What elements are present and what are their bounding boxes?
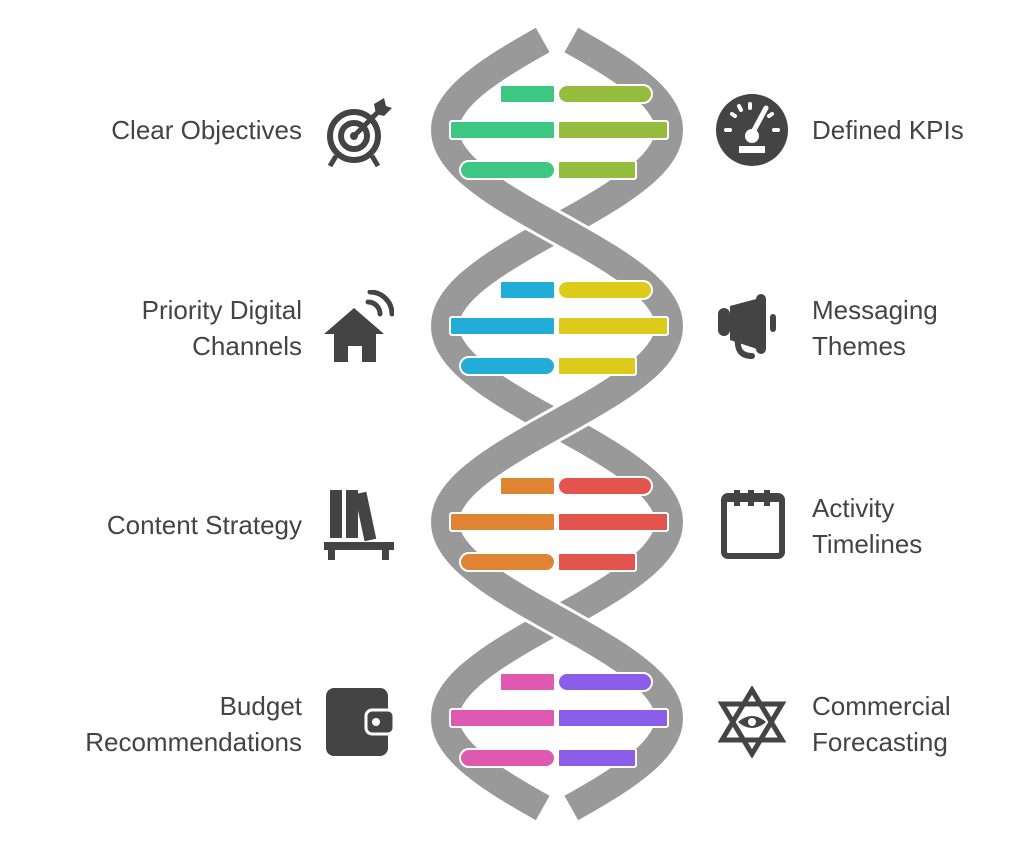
label-content-strategy: Content Strategy — [106, 510, 302, 540]
rung-right — [557, 748, 637, 768]
smart-home-icon — [324, 290, 394, 362]
speedometer-icon — [716, 94, 788, 166]
label-activity-timelines: Activity Timelines — [812, 493, 923, 559]
rung-right — [557, 708, 669, 728]
rung-left — [499, 280, 556, 300]
label-commercial-forecasting: Commercial Forecasting — [812, 691, 951, 757]
rung-right — [557, 476, 653, 496]
helix-strand-a — [431, 27, 683, 821]
label-clear-objectives: Clear Objectives — [111, 115, 302, 145]
rung-right — [557, 552, 637, 572]
rung-left — [459, 748, 556, 768]
megaphone-icon — [718, 294, 776, 359]
label-priority-digital-channels: Priority Digital Channels — [141, 295, 302, 361]
rung-left — [499, 476, 556, 496]
wallet-icon — [326, 688, 394, 756]
rung-left — [449, 512, 556, 532]
target-icon — [327, 98, 392, 168]
label-budget-recommendations: Budget Recommendations — [85, 691, 302, 757]
rung-left — [459, 160, 556, 180]
rung-right — [557, 280, 653, 300]
rung-left — [499, 84, 556, 104]
rung-right — [557, 316, 669, 336]
rung-right — [557, 120, 669, 140]
rung-right — [557, 356, 637, 376]
rung-left — [459, 552, 556, 572]
calendar-icon — [721, 490, 785, 559]
rung-right — [557, 672, 653, 692]
rung-left — [449, 120, 556, 140]
star-eye-icon — [717, 686, 787, 758]
rung-right — [557, 512, 669, 532]
rung-left — [449, 708, 556, 728]
rung-right — [557, 160, 637, 180]
rung-right — [557, 84, 653, 104]
label-messaging-themes: Messaging Themes — [812, 295, 938, 361]
rung-left — [459, 356, 556, 376]
label-defined-kpis: Defined KPIs — [812, 115, 964, 145]
rung-left — [499, 672, 556, 692]
bookshelf-icon — [324, 490, 394, 560]
rung-left — [449, 316, 556, 336]
